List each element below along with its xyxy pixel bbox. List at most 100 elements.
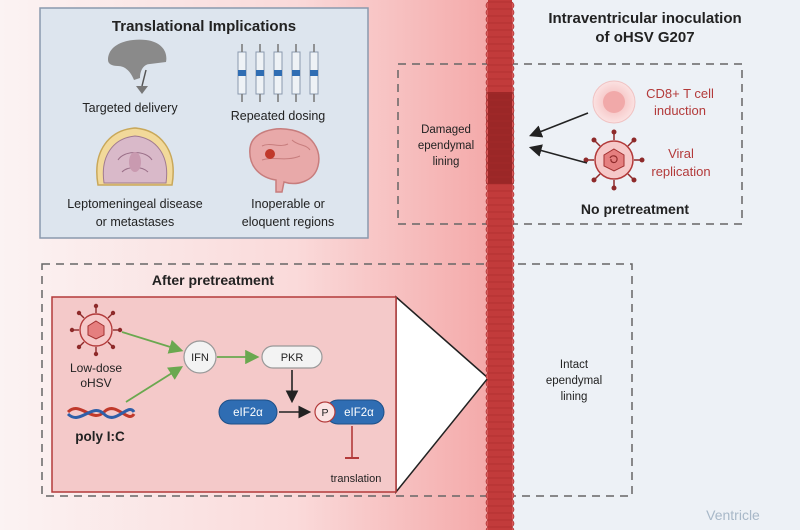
ifn-label: IFN [191,352,209,364]
damaged-segment [486,92,514,184]
lining-cell [485,512,489,521]
lining-cell [511,281,515,290]
polyic-to-ifn-arrow [125,366,184,403]
lining-cell [511,316,515,325]
lining-cell [511,162,515,171]
virus-to-ifn-arrow [121,331,184,354]
lining-cell [511,57,515,66]
lining-cell [511,442,515,451]
lining-cell [511,15,515,24]
lining-cell [511,519,515,528]
lining-cell [485,232,489,241]
lining-cell [511,29,515,38]
lining-cell [485,148,489,157]
lining-cell [511,71,515,80]
lining-cell [485,218,489,227]
lining-cell [485,78,489,87]
lining-cell [485,225,489,234]
lining-cell [485,127,489,136]
brain-lateral-icon [249,128,320,193]
translation-label: translation [331,473,382,485]
pkr-node [261,345,323,369]
lining-cell [485,435,489,444]
lining-cell [485,43,489,52]
lining-cell [485,211,489,220]
cd8-arrow [529,112,589,138]
lining-cell [485,456,489,465]
lining-cell [485,526,489,530]
lining-cell [485,71,489,80]
lining-cell [511,113,515,122]
lining-cell [511,484,515,493]
lining-cell [511,274,515,283]
lining-cell [485,155,489,164]
lining-cell [511,246,515,255]
lining-cell [485,204,489,213]
phosphate-node [314,401,336,423]
lining-cell [511,169,515,178]
lining-cell [485,92,489,101]
damaged-label-line3: lining [433,156,460,168]
leptomeningeal-label-line2: or metastases [96,215,175,229]
after-pretreatment-box [41,263,633,497]
p-eif2a-label: eIF2α [344,407,374,419]
lining-cell [485,267,489,276]
lining-cell [511,323,515,332]
lining-cell [485,134,489,143]
lining-cell [485,274,489,283]
damaged-label-line1: Damaged [421,124,471,136]
lining-cell [485,344,489,353]
lining-cell [511,351,515,360]
lining-cell [511,43,515,52]
lining-cell [511,64,515,73]
lining-cell [485,120,489,129]
ependymal-lining [485,0,515,530]
virus-icon [583,129,645,191]
lining-cell [485,498,489,507]
lining-cell [485,484,489,493]
lining-cell [485,358,489,367]
lining-cell [485,302,489,311]
targeted-delivery-icon [108,39,167,94]
lining-cell [485,8,489,17]
lining-cell [485,407,489,416]
eif2a-node [218,399,278,425]
lining-cell [485,316,489,325]
lining-cell [511,400,515,409]
lining-cell [485,99,489,108]
syringes-icon [237,44,319,102]
lining-cell [485,141,489,150]
lining-cell [511,183,515,192]
inoperable-label-line2: eloquent regions [242,215,334,229]
intact-label-line1: Intact [560,359,589,371]
lining-cell [511,295,515,304]
after-pretreatment-title: After pretreatment [152,272,274,288]
lining-cell [485,197,489,206]
phosphate-label: P [321,407,328,419]
lining-cell [485,1,489,10]
lining-cell [485,386,489,395]
lining-cell [511,239,515,248]
viral-label-line1: Viral [668,146,694,161]
lining-cell [485,337,489,346]
lining-cell [511,428,515,437]
dsrna-icon [66,407,136,419]
lining-cell [485,239,489,248]
lining-cell [511,148,515,157]
lining-cell [485,400,489,409]
intact-label-line2: ependymal [546,375,602,387]
lining-cell [511,141,515,150]
lining-cell [485,36,489,45]
lining-cell [511,218,515,227]
lining-cell [485,288,489,297]
lining-cell [511,267,515,276]
lining-cell [485,449,489,458]
lining-cell [485,442,489,451]
lining-cell [511,491,515,500]
lining-cell [485,470,489,479]
ventricle-label: Ventricle [706,507,760,523]
lining-cell [485,365,489,374]
lining-cell [485,309,489,318]
lining-cell [485,351,489,360]
